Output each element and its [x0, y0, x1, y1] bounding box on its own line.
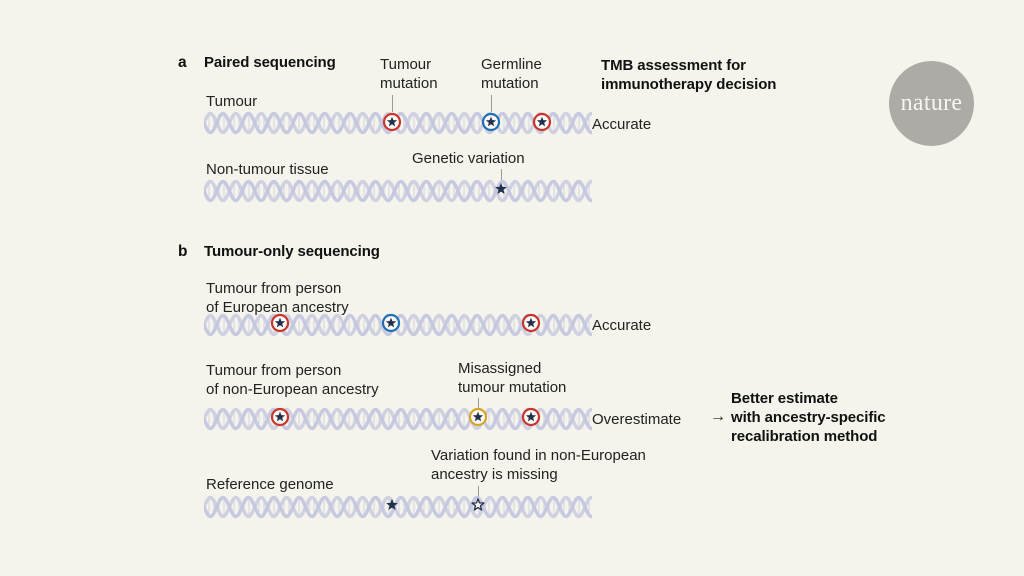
marker-tumour-mutation-1 [381, 111, 403, 133]
marker-b1-red-2 [520, 312, 542, 334]
leader-line-misassigned [478, 398, 479, 412]
leader-line-genetic-variation [501, 169, 502, 180]
row-label-tumour: Tumour [206, 93, 258, 110]
marker-tumour-mutation-2 [531, 111, 553, 133]
row-label-reference-genome: Reference genome [206, 476, 334, 493]
callout-misassigned-tumour-mutation: Misassigned tumour mutation [458, 360, 567, 396]
panel-a-headline: TMB assessment for immunotherapy decisio… [601, 57, 777, 93]
nature-logo-text: nature [900, 90, 963, 116]
marker-reference-star-filled [381, 494, 403, 516]
callout-germline-mutation: Germline mutation [481, 56, 542, 92]
leader-line-variation-missing [478, 486, 479, 498]
leader-line-tumour-mutation [392, 95, 393, 112]
helix-non-tumour-tissue [204, 176, 592, 206]
callout-tumour-mutation: Tumour mutation [380, 56, 438, 92]
panel-b-title: Tumour-only sequencing [204, 243, 380, 260]
panel-b-letter: b [178, 243, 188, 260]
marker-genetic-variation [490, 178, 512, 200]
marker-b2-gold-misassigned [467, 406, 489, 428]
marker-b1-red-1 [269, 312, 291, 334]
leader-line-germline-mutation [491, 95, 492, 112]
row-label-non-tumour-tissue: Non-tumour tissue [206, 161, 329, 178]
marker-b2-red-2 [520, 406, 542, 428]
verdict-tumour: Accurate [592, 116, 652, 133]
row-label-tumour-european: Tumour from person of European ancestry [206, 280, 349, 316]
marker-b2-red-1 [269, 406, 291, 428]
verdict-tumour-non-european: Overestimate [592, 411, 682, 428]
nature-logo-badge: nature [889, 61, 974, 146]
marker-germline-mutation [480, 111, 502, 133]
helix-reference-genome [204, 492, 592, 522]
callout-genetic-variation: Genetic variation [412, 150, 525, 167]
callout-variation-missing: Variation found in non-European ancestry… [431, 447, 646, 483]
panel-a-title: Paired sequencing [204, 54, 336, 71]
verdict-tumour-european: Accurate [592, 317, 652, 334]
panel-a-letter: a [178, 54, 187, 71]
marker-reference-star-hollow [467, 494, 489, 516]
row-label-tumour-non-european: Tumour from person of non-European ances… [206, 362, 379, 398]
marker-b1-blue [380, 312, 402, 334]
arrow-icon: → [710, 408, 726, 425]
panel-b-conclusion: Better estimate with ancestry-specific r… [731, 390, 886, 445]
